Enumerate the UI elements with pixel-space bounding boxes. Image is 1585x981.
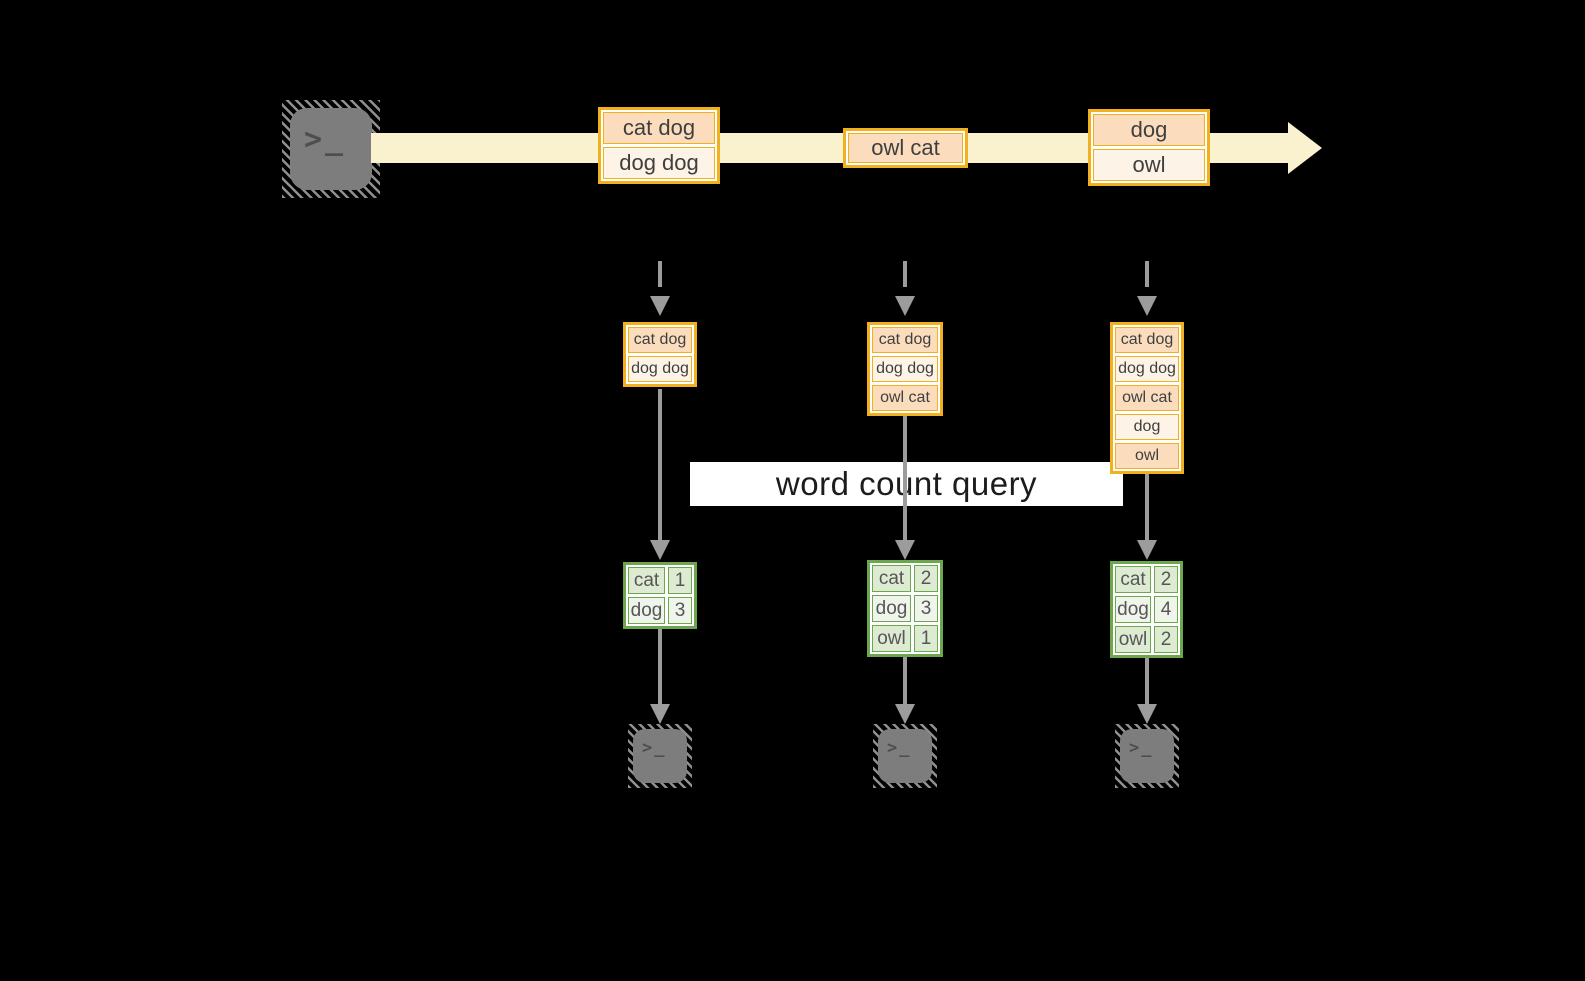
word-count-table-3: cat 2 dog 4 owl 2 <box>1110 561 1183 658</box>
buffered-line: dog dog <box>872 356 938 382</box>
count-cell: 1 <box>914 625 938 652</box>
terminal-icon-body: >_ <box>1120 729 1174 783</box>
stream-arrow-head-icon <box>1288 122 1322 174</box>
sink-terminal-icon-1: >_ <box>628 724 692 788</box>
stream-event-box-2: owl cat <box>843 128 968 168</box>
flow-line <box>1145 658 1149 704</box>
buffered-line: cat dog <box>628 327 692 353</box>
count-cell: 2 <box>1154 566 1178 593</box>
terminal-icon-body: >_ <box>633 729 687 783</box>
word-cell: dog <box>628 597 665 624</box>
sink-terminal-icon-3: >_ <box>1115 724 1179 788</box>
count-cell: 3 <box>668 597 692 624</box>
flow-line <box>903 657 907 704</box>
down-arrow-head-icon <box>650 704 670 724</box>
down-arrow-head-icon <box>650 296 670 316</box>
buffered-line: owl cat <box>1115 385 1179 411</box>
source-terminal-icon: >_ <box>282 100 380 198</box>
stream-event-box-3: dog owl <box>1088 109 1210 186</box>
terminal-prompt-glyph: >_ <box>642 738 667 758</box>
dashed-down-arrow <box>903 261 907 287</box>
buffered-line: dog dog <box>1115 356 1179 382</box>
word-cell: dog <box>872 595 911 622</box>
count-cell: 1 <box>668 567 692 594</box>
buffered-line: owl <box>1115 443 1179 469</box>
buffered-line: dog <box>1115 414 1179 440</box>
word-cell: cat <box>628 567 665 594</box>
down-arrow-head-icon <box>1137 296 1157 316</box>
flow-line <box>1145 474 1149 540</box>
dashed-down-arrow <box>658 261 662 287</box>
count-cell: 3 <box>914 595 938 622</box>
down-arrow-head-icon <box>895 540 915 560</box>
word-count-table-1: cat 1 dog 3 <box>623 562 697 629</box>
stream-event-line: dog <box>1093 114 1205 146</box>
stream-event-line: owl cat <box>848 133 963 163</box>
down-arrow-head-icon <box>1137 704 1157 724</box>
word-cell: cat <box>1115 566 1151 593</box>
sink-terminal-icon-2: >_ <box>873 724 937 788</box>
flow-line <box>658 389 662 540</box>
word-cell: owl <box>872 625 911 652</box>
terminal-prompt-glyph: >_ <box>887 738 912 758</box>
terminal-icon-body: >_ <box>290 108 372 190</box>
input-buffer-stack-3: cat dog dog dog owl cat dog owl <box>1110 322 1184 474</box>
word-cell: dog <box>1115 596 1151 623</box>
terminal-prompt-glyph: >_ <box>304 122 347 157</box>
down-arrow-head-icon <box>895 704 915 724</box>
terminal-prompt-glyph: >_ <box>1129 738 1154 758</box>
dashed-down-arrow <box>1145 261 1149 287</box>
down-arrow-head-icon <box>895 296 915 316</box>
word-cell: cat <box>872 565 911 592</box>
down-arrow-head-icon <box>650 540 670 560</box>
buffered-line: cat dog <box>872 327 938 353</box>
count-cell: 2 <box>1154 626 1178 653</box>
flow-line <box>903 416 907 540</box>
buffered-line: owl cat <box>872 385 938 411</box>
count-cell: 4 <box>1154 596 1178 623</box>
buffered-line: cat dog <box>1115 327 1179 353</box>
stream-event-line: dog dog <box>603 147 715 179</box>
buffered-line: dog dog <box>628 356 692 382</box>
terminal-icon-body: >_ <box>878 729 932 783</box>
word-count-table-2: cat 2 dog 3 owl 1 <box>867 560 943 657</box>
stream-event-line: owl <box>1093 149 1205 181</box>
count-cell: 2 <box>914 565 938 592</box>
input-buffer-stack-2: cat dog dog dog owl cat <box>867 322 943 416</box>
stream-event-box-1: cat dog dog dog <box>598 107 720 184</box>
stream-event-line: cat dog <box>603 112 715 144</box>
word-cell: owl <box>1115 626 1151 653</box>
flow-line <box>658 629 662 704</box>
input-buffer-stack-1: cat dog dog dog <box>623 322 697 387</box>
down-arrow-head-icon <box>1137 540 1157 560</box>
